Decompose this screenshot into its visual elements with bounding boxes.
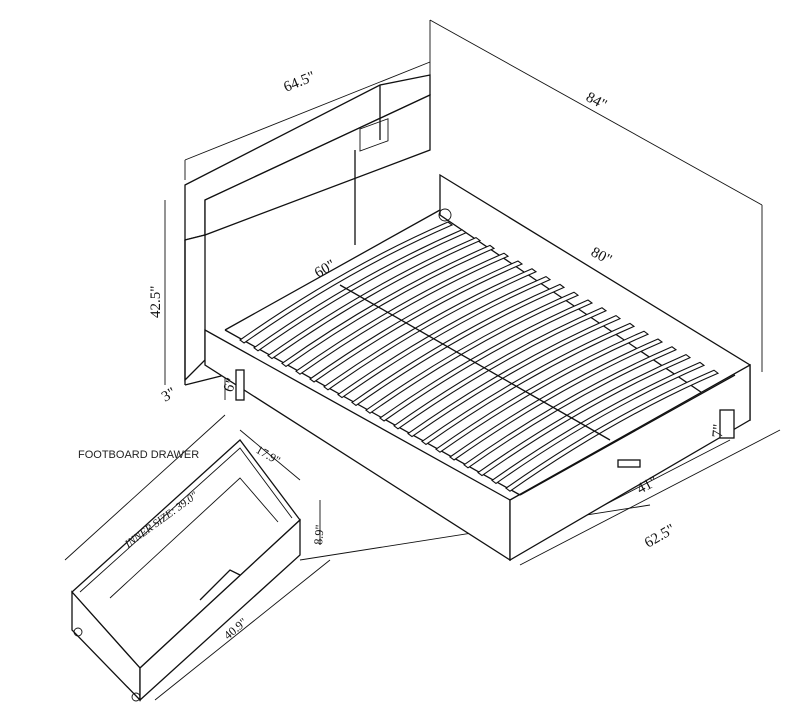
slats [239,221,720,492]
slat [337,275,552,399]
overall-length-label: 84" [583,89,609,113]
slat [267,236,482,360]
slat [295,252,510,375]
slat [505,369,720,492]
slat [393,307,608,430]
headboard-height-label: 42.5" [148,286,164,318]
dimension-lines [164,19,781,566]
leg [235,369,245,401]
drawer-height-label: 8.9" [311,524,327,545]
slat [491,361,706,485]
slat [309,260,524,383]
footboard-width-label: 62.5" [642,521,678,551]
headboard-width-label: 64.5" [282,69,318,96]
slat [477,353,692,477]
slat [281,244,496,368]
center-support [339,284,611,441]
slat [463,346,678,469]
headboard-depth-label: 3" [159,385,179,406]
slat [407,314,622,438]
slat [323,268,538,391]
clearance-label: 6" [221,376,241,394]
footboard-height-label: 7" [710,423,727,438]
slat [421,322,636,446]
slat [379,299,594,422]
headboard [184,74,431,386]
inner-length-label: 80" [588,244,614,268]
slat [365,291,580,414]
slat [239,221,454,344]
footboard-drawer [64,414,331,702]
slat [435,330,650,453]
inner-width-label: 60" [312,257,338,281]
slat [253,229,468,352]
drawer-caption: FOOTBOARD DRAWER [78,449,199,461]
slat [351,283,566,407]
bed-frame [204,173,751,562]
slat [449,338,664,461]
